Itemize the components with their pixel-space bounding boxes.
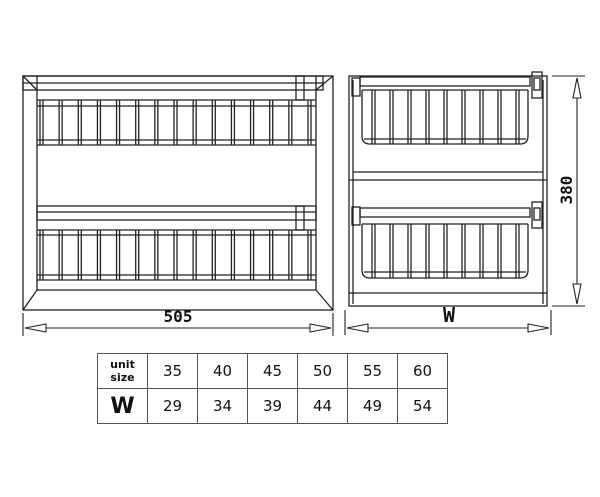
size-table: unit size 35 40 45 50 55 60 W 29 34 39 4… [97,353,448,424]
side-width-dimension [344,310,552,335]
height-dimension [552,75,585,307]
lower-basket-side [361,223,529,279]
unit-size-cell: 55 [347,353,398,389]
unit-size-cell: 40 [197,353,248,389]
unit-size-cell: 45 [247,353,298,389]
unit-size-cell: 50 [297,353,348,389]
side-width-label: W [443,303,456,327]
technical-drawing: 505 [22,71,585,336]
unit-size-cell: 35 [147,353,198,389]
unit-size-cell: 60 [397,353,448,389]
lower-basket-front [37,229,316,281]
w-header-cell: W [97,388,148,424]
width-dimension [22,313,334,336]
table-row: unit size 35 40 45 50 55 60 [97,353,448,389]
table-header-cell: unit size [97,353,148,389]
side-view [348,71,548,307]
table-row: W 29 34 39 44 49 54 [97,388,448,424]
w-value-cell: 49 [347,388,398,424]
upper-basket-front [37,99,316,146]
w-value-cell: 44 [297,388,348,424]
w-value-cell: 54 [397,388,448,424]
w-value-cell: 34 [197,388,248,424]
w-value-cell: 39 [247,388,298,424]
header-line-1: unit [110,358,135,371]
width-label: 505 [164,307,193,326]
front-view [22,75,334,311]
upper-basket-side [361,89,529,145]
header-line-2: size [110,371,135,384]
height-label: 380 [557,176,576,205]
w-value-cell: 29 [147,388,198,424]
